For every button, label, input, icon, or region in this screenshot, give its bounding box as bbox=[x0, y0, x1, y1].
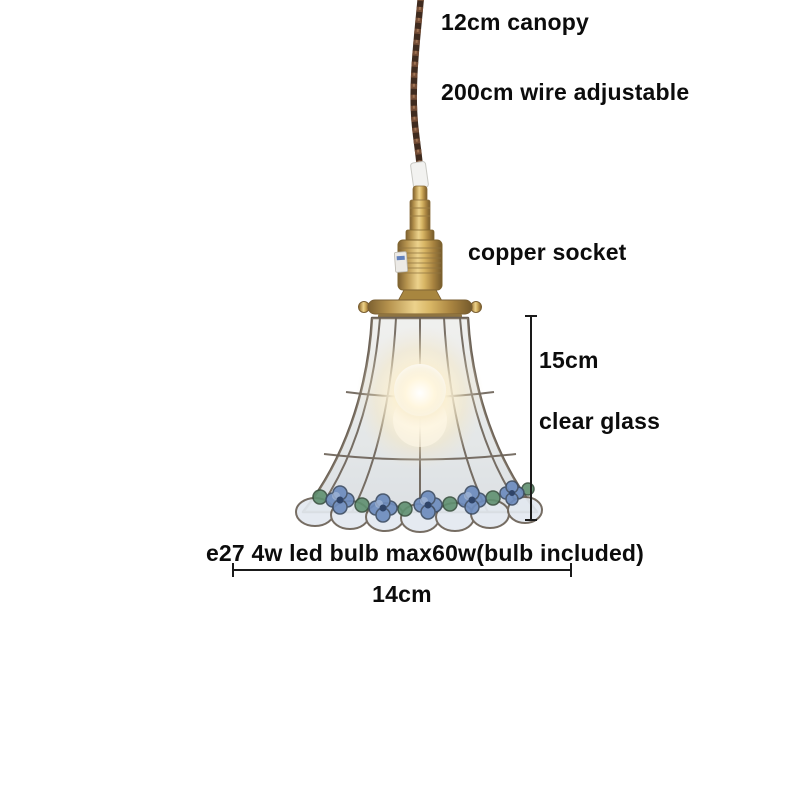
height-measure-line bbox=[525, 315, 537, 521]
shade-holder-ring bbox=[358, 299, 482, 319]
socket-sticker bbox=[394, 251, 408, 273]
wire-label: 200cm wire adjustable bbox=[441, 79, 690, 105]
glass-label: clear glass bbox=[539, 408, 661, 434]
width-measure-line bbox=[232, 563, 572, 577]
canopy-label: 12cm canopy bbox=[441, 9, 589, 35]
shade-width-label: 14cm bbox=[372, 581, 432, 607]
flower-decoration bbox=[312, 480, 535, 523]
bulb-spec-label: e27 4w led bulb max60w(bulb included) bbox=[205, 540, 645, 566]
led-bulb-glow bbox=[356, 326, 484, 470]
shade-height-label: 15cm bbox=[539, 347, 599, 373]
copper-socket bbox=[394, 185, 443, 302]
cord-label-tag bbox=[410, 161, 429, 190]
socket-label: copper socket bbox=[468, 239, 627, 265]
